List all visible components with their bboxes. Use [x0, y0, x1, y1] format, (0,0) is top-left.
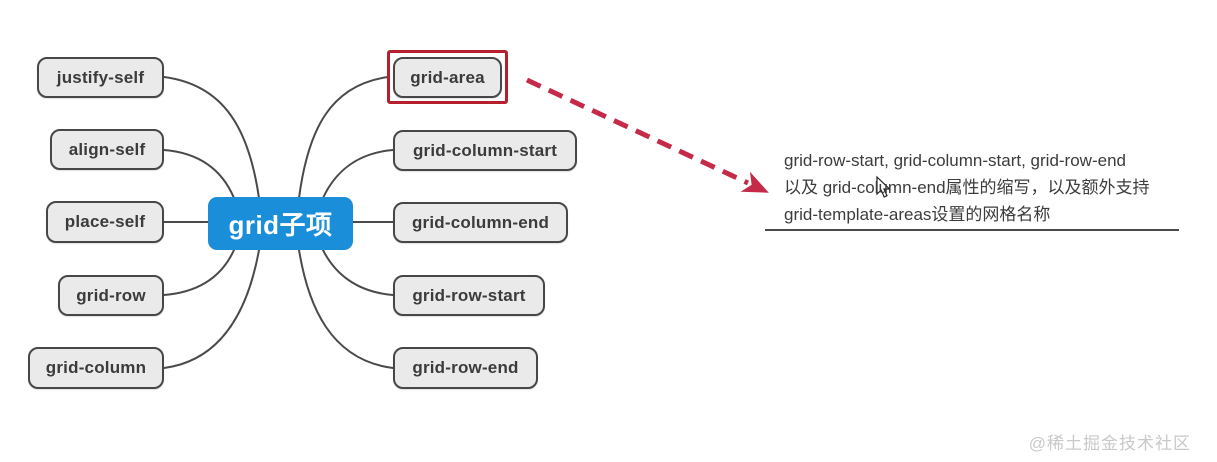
node-grid-column[interactable]: grid-column: [28, 347, 164, 389]
mouse-cursor-icon: [876, 175, 891, 198]
node-root-grid-subitem[interactable]: grid子项: [208, 197, 353, 250]
annotation-underline: [765, 229, 1179, 231]
node-justify-self[interactable]: justify-self: [37, 57, 164, 98]
node-grid-row-start[interactable]: grid-row-start: [393, 275, 545, 316]
arrow-dashed-icon: [525, 77, 769, 193]
annotation-line-2: 以及 grid-column-end属性的缩写，以及额外支持: [784, 178, 1150, 197]
annotation-text: grid-row-start, grid-column-start, grid-…: [784, 147, 1186, 228]
node-align-self[interactable]: align-self: [50, 129, 164, 170]
watermark: @稀土掘金技术社区: [1028, 434, 1191, 453]
node-grid-column-end[interactable]: grid-column-end: [393, 202, 568, 243]
node-grid-row[interactable]: grid-row: [58, 275, 164, 316]
node-grid-area[interactable]: grid-area: [393, 57, 502, 98]
node-place-self[interactable]: place-self: [46, 201, 164, 243]
connector-curves: [163, 76, 394, 369]
highlight-frame-grid-area: [387, 50, 508, 104]
annotation-line-1: grid-row-start, grid-column-start, grid-…: [784, 151, 1126, 170]
annotation-line-3: grid-template-areas设置的网格名称: [784, 205, 1051, 224]
node-grid-row-end[interactable]: grid-row-end: [393, 347, 538, 389]
node-grid-column-start[interactable]: grid-column-start: [393, 130, 577, 171]
